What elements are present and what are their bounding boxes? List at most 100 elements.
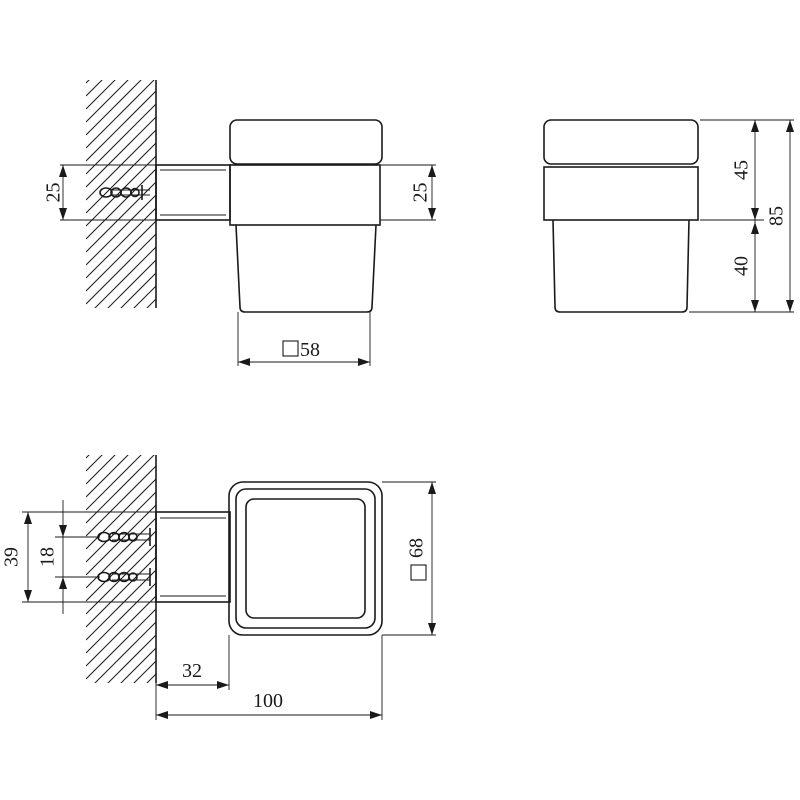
hatch-line: [86, 739, 156, 800]
front-wall-screw: [99, 185, 150, 200]
hatch-line: [86, 80, 129, 123]
top-cup-opening: [245, 498, 366, 619]
hatch-line: [86, 556, 156, 628]
hatch-line: [86, 181, 156, 253]
hatch-line: [86, 233, 156, 305]
top-holder-outer: [228, 481, 383, 636]
hatch-line: [86, 582, 156, 654]
hatch-line: [86, 80, 103, 97]
hatch-line: [86, 325, 156, 395]
hatch-line: [86, 455, 155, 524]
front-cup-body: [235, 224, 377, 313]
hatch-line: [86, 80, 142, 136]
hatch-line: [120, 647, 156, 683]
hatch-line: [86, 687, 156, 757]
top-wall-hatching: [86, 375, 156, 800]
hatch-line: [86, 116, 156, 188]
hatch-line: [86, 338, 156, 408]
hatch-line: [133, 285, 156, 308]
front-view: 25 25 58: [43, 0, 436, 447]
hatch-line: [86, 142, 156, 214]
dim-label-top-total: 100: [253, 690, 283, 712]
side-cup-rim: [543, 119, 699, 165]
dim-top-total-depth: 100: [156, 635, 383, 720]
hatch-line: [86, 608, 156, 680]
hatch-line: [86, 168, 156, 240]
hatch-line: [94, 246, 156, 308]
dim-top-bracket-depth: 32: [155, 635, 230, 720]
hatch-line: [86, 80, 116, 110]
front-holder-band: [229, 164, 381, 226]
top-view: 68 39 18 32: [1, 375, 436, 800]
hatch-line: [86, 220, 156, 292]
hatch-line: [107, 634, 156, 683]
dim-label-front-cup: 58: [300, 339, 320, 361]
hatch-line: [94, 621, 156, 683]
top-wall-screw-upper: [97, 528, 151, 546]
dim-label-top-bracket: 32: [182, 660, 202, 682]
front-bracket-arm: [155, 164, 231, 221]
hatch-line: [86, 517, 156, 589]
dim-side-top: 45: [731, 120, 759, 220]
side-view: 45 40 85: [543, 119, 794, 313]
hatch-line: [86, 375, 156, 445]
hatch-line: [86, 478, 156, 550]
dim-label-side-total: 85: [766, 206, 788, 226]
hatch-line: [86, 80, 155, 149]
front-cup-rim: [229, 119, 383, 165]
square-symbol-icon: [410, 564, 427, 581]
hatch-line: [86, 530, 156, 602]
hatch-line: [120, 272, 156, 308]
hatch-line: [133, 660, 156, 683]
hatch-line: [86, 103, 156, 175]
hatch-line: [86, 700, 156, 770]
hatch-line: [86, 207, 156, 279]
hatch-line: [86, 569, 156, 641]
hatch-line: [107, 259, 156, 308]
top-wall-screw-lower: [97, 568, 151, 586]
dim-side-total: 85: [764, 119, 794, 313]
dim-label-front-band: 25: [410, 183, 432, 203]
side-cup-body: [552, 219, 690, 313]
hatch-line: [86, 351, 156, 421]
hatch-line: [86, 364, 156, 434]
dim-front-cup-width: 58: [237, 312, 371, 366]
hatch-line: [86, 194, 156, 266]
hatch-line: [86, 465, 156, 537]
dim-label-top-inner: 18: [37, 547, 59, 567]
hatch-line: [86, 377, 156, 447]
dim-front-band-height: 25: [380, 164, 436, 221]
hatch-line: [86, 312, 156, 382]
hatch-line: [146, 673, 156, 683]
dim-side-bottom: 40: [731, 220, 759, 312]
square-symbol-icon: [282, 340, 299, 357]
dim-label-side-top: 45: [731, 160, 753, 180]
hatch-line: [86, 455, 129, 498]
hatch-line: [86, 455, 103, 472]
top-bracket-arm: [155, 511, 231, 603]
dim-top-square: 68: [382, 481, 436, 636]
dim-label-top-outer: 39: [1, 547, 23, 567]
hatch-line: [86, 90, 156, 162]
hatch-line: [86, 713, 156, 783]
hatch-line: [86, 543, 156, 615]
hatch-line: [86, 726, 156, 796]
dim-label-top-square: 68: [406, 538, 428, 558]
dim-label-front-bracket: 25: [43, 183, 65, 203]
front-wall-hatching: [86, 0, 156, 447]
hatch-line: [86, 491, 156, 563]
side-holder-band: [543, 166, 699, 221]
hatch-line: [86, 455, 90, 459]
hatch-line: [86, 752, 156, 800]
dim-front-bracket-height: 25: [43, 164, 156, 221]
hatch-line: [86, 455, 116, 485]
hatch-line: [86, 0, 156, 70]
hatch-line: [86, 80, 90, 84]
hatch-line: [86, 595, 156, 667]
hatch-line: [86, 455, 142, 511]
dim-top-inner-spacing: 18: [37, 500, 100, 614]
top-holder-inner: [235, 488, 376, 629]
dim-top-outer-spacing: 39: [1, 511, 156, 603]
dim-label-side-bottom: 40: [731, 256, 753, 276]
